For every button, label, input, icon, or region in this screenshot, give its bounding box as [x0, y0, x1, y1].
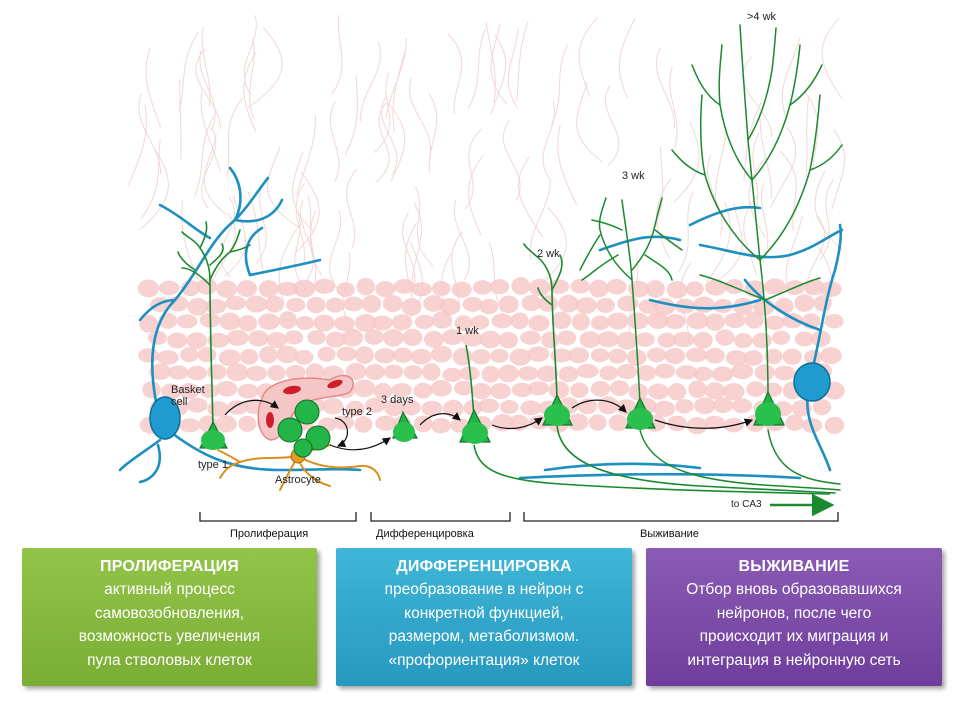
- neuron-3wk-soma: [627, 408, 653, 430]
- basket-cell-left: [118, 166, 362, 484]
- proliferation-line: пула стволовых клеток: [87, 651, 252, 669]
- survival-line: нейронов, после чего: [716, 604, 872, 622]
- neuron-4wk: [671, 24, 843, 485]
- label-3days: 3 days: [381, 394, 414, 406]
- bracket-label-survival: Выживание: [640, 528, 699, 540]
- differentiation-line: размером, метаболизмом.: [388, 628, 580, 645]
- label-astrocyte: Astrocyte: [275, 474, 321, 486]
- basket-cell-right-body: [793, 362, 831, 402]
- proliferation-line: активный процесс: [104, 581, 235, 598]
- proliferation-box: ПРОЛИФЕРАЦИЯ активный процесс самовозобн…: [22, 548, 317, 686]
- label-type1: type 1: [198, 459, 228, 471]
- neuron-2wk-soma: [544, 404, 570, 426]
- survival-box: ВЫЖИВАНИЕ Отбор вновь образовавшихся ней…: [646, 548, 942, 686]
- differentiation-title: ДИФФЕРЕНЦИРОВКА: [396, 558, 572, 575]
- bracket-label-differentiation: Дифференцировка: [376, 528, 474, 540]
- differentiation-box: ДИФФЕРЕНЦИРОВКА преобразование в нейрон …: [336, 548, 632, 686]
- granule-cell-layer: [137, 277, 845, 435]
- stage-brackets: [199, 512, 839, 522]
- differentiation-line: преобразование в нейрон с: [384, 581, 584, 598]
- type1-cell: [177, 221, 251, 431]
- basket-cell-body: [149, 396, 181, 440]
- label-type2: type 2: [342, 406, 372, 418]
- label-4wk: >4 wk: [747, 11, 777, 23]
- label-3wk: 3 wk: [622, 170, 645, 182]
- neuron-2wk: [523, 243, 836, 494]
- proliferation-title: ПРОЛИФЕРАЦИЯ: [100, 558, 239, 575]
- cell-3days-soma: [393, 422, 415, 442]
- neurogenesis-diagram: [118, 14, 845, 522]
- differentiation-line: «профориентация» клеток: [388, 651, 580, 669]
- neuron-1wk-soma: [462, 422, 488, 444]
- proliferation-line: возможность увеличения: [78, 628, 261, 645]
- label-basket-cell: Basket cell: [171, 384, 205, 408]
- type2-cluster: [277, 399, 331, 458]
- label-1wk: 1 wk: [456, 325, 479, 337]
- differentiation-line: конкретной функцией,: [404, 604, 564, 622]
- neuron-3wk: [579, 197, 841, 491]
- survival-title: ВЫЖИВАНИЕ: [738, 558, 850, 575]
- progression-arrows: [224, 399, 754, 451]
- survival-line: происходит их миграция и: [699, 628, 889, 645]
- bracket-label-proliferation: Пролиферация: [230, 528, 309, 540]
- type1-cell-soma: [201, 430, 225, 450]
- neuron-4wk-soma: [755, 402, 781, 426]
- label-to-ca3: to CA3: [731, 499, 762, 510]
- survival-line: Отбор вновь образовавшихся: [686, 581, 902, 598]
- label-2wk: 2 wk: [537, 248, 560, 260]
- proliferation-line: самовозобновления,: [94, 604, 245, 622]
- survival-line: интеграция в нейронную сеть: [687, 651, 901, 669]
